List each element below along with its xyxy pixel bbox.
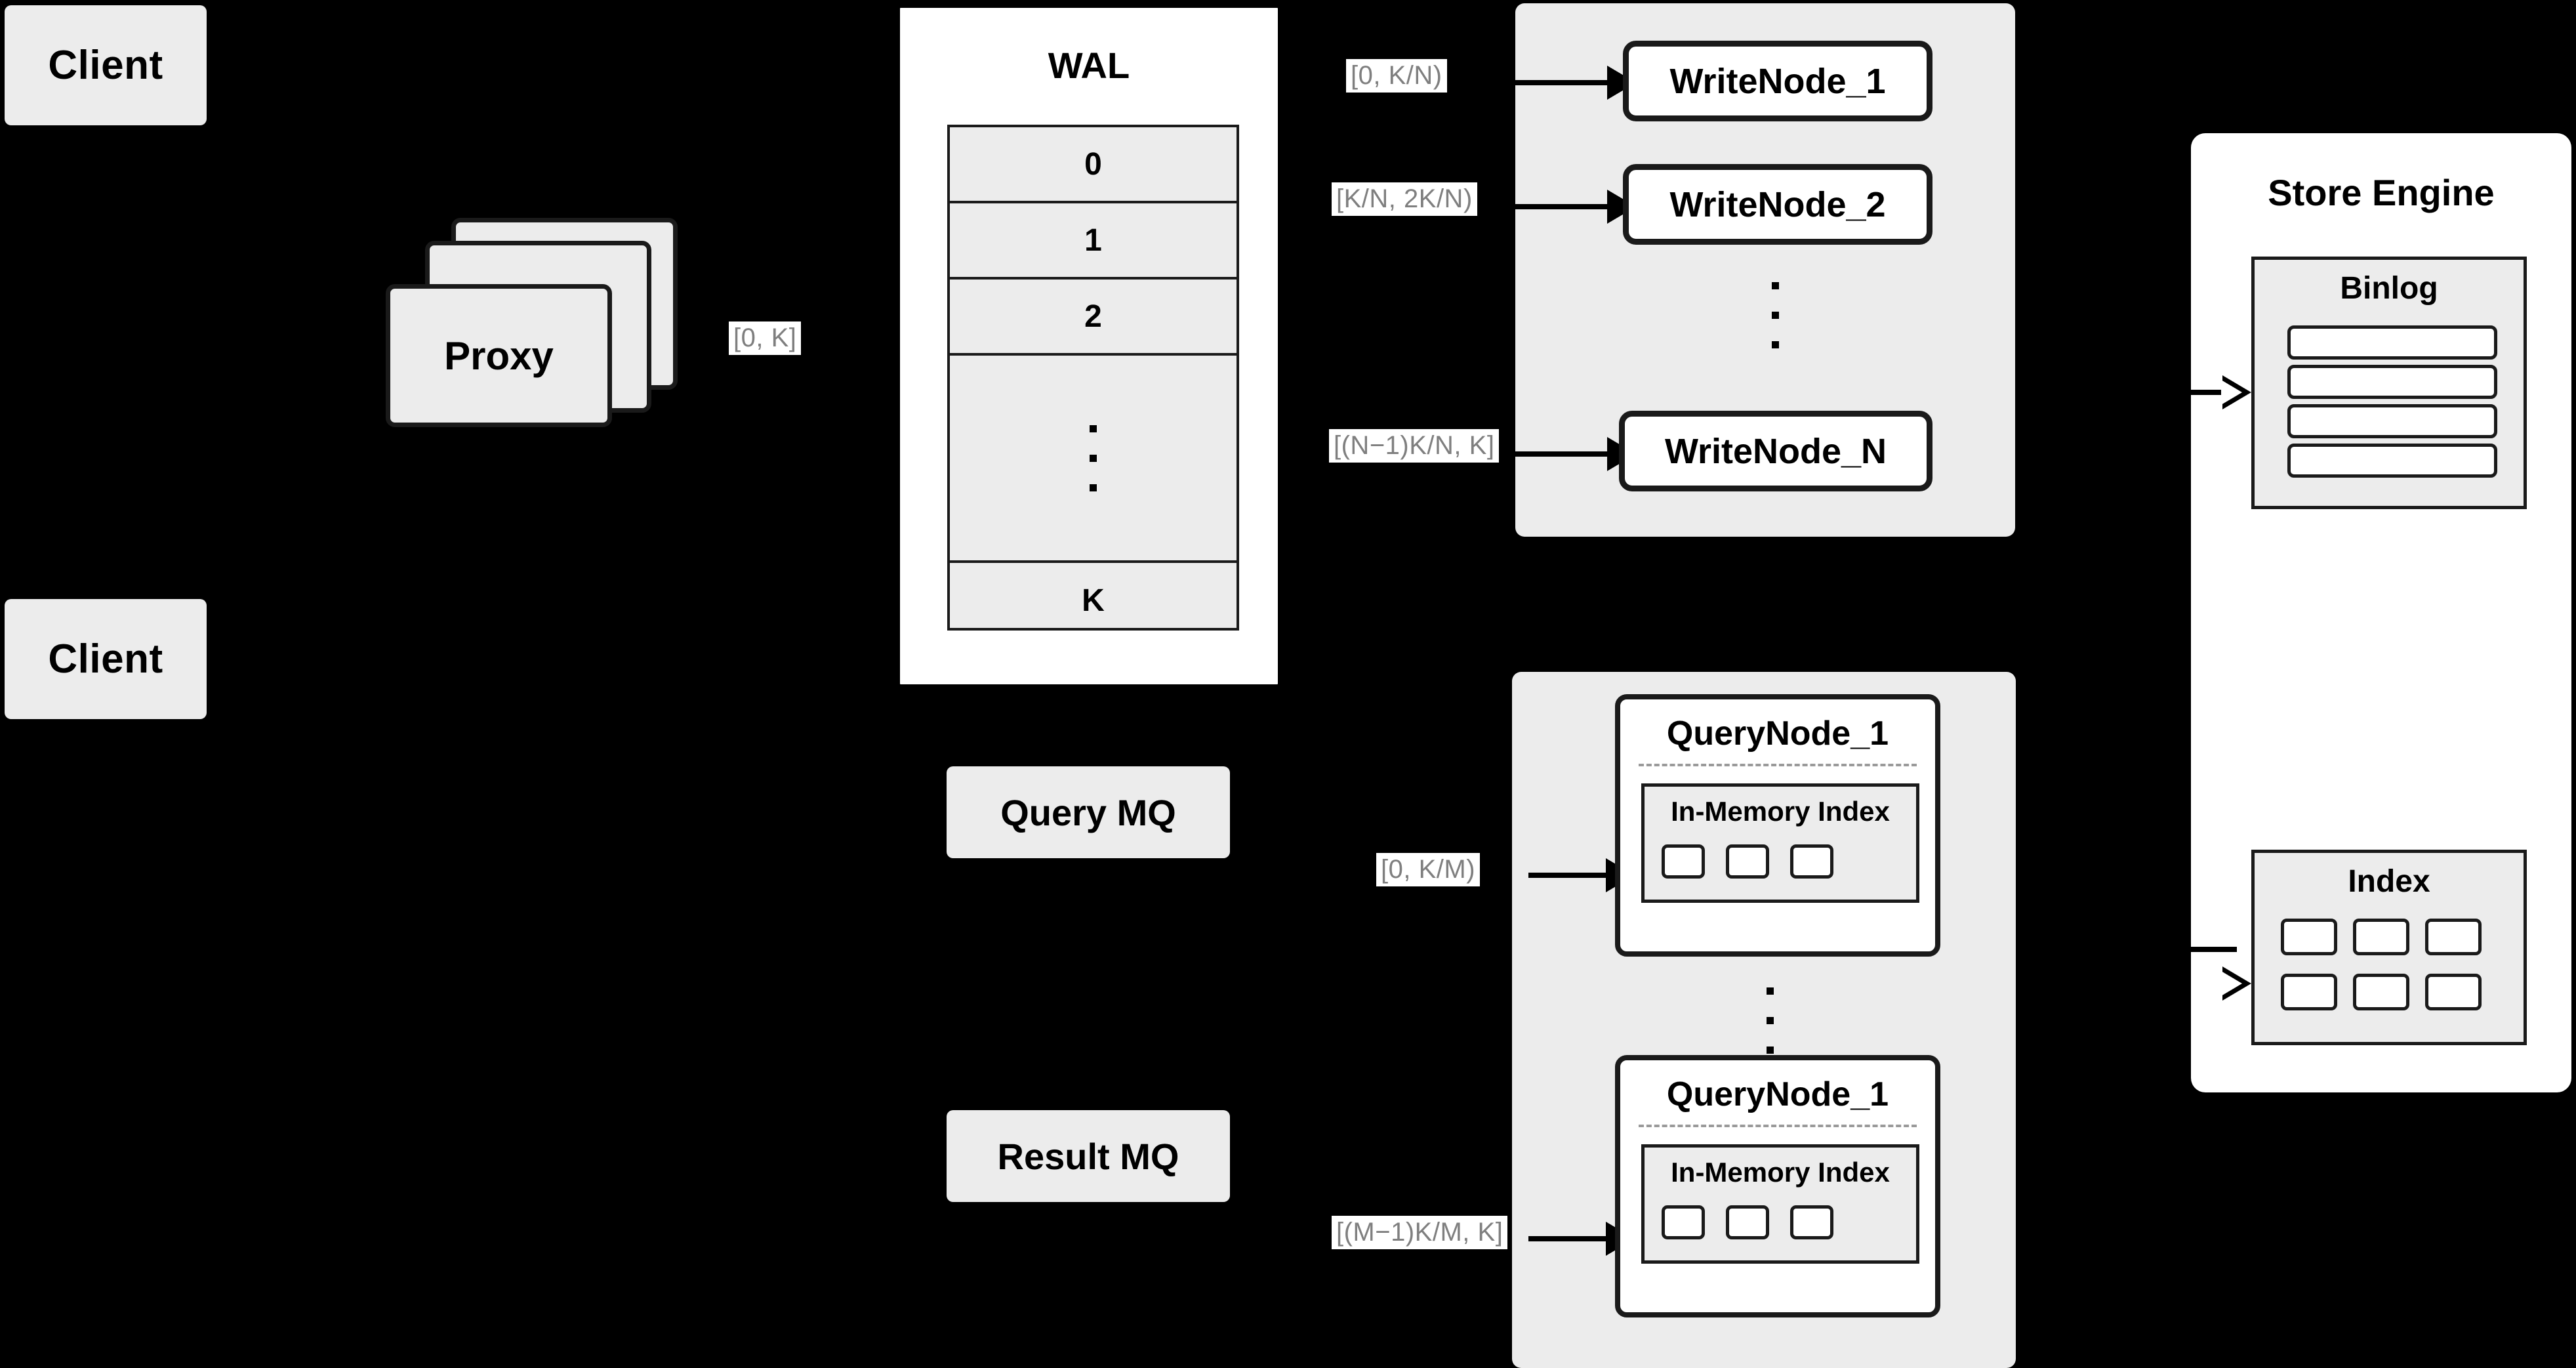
wal-row-ellipsis	[950, 356, 1237, 563]
index-chip	[1726, 844, 1769, 879]
binlog-bar	[2287, 404, 2497, 438]
query-cluster-ellipsis	[1762, 971, 1778, 1069]
write-range-label-n: [(N−1)K/N, K]	[1329, 429, 1500, 463]
index-chip	[1726, 1205, 1769, 1239]
query-mq-label: Query MQ	[1000, 791, 1176, 833]
index-chip	[1662, 1205, 1705, 1239]
in-memory-index-2: In-Memory Index	[1641, 1144, 1919, 1264]
query-node-title-1: QueryNode_1	[1666, 715, 1889, 753]
binlog-bar	[2287, 325, 2497, 360]
write-range-label-2: [K/N, 2K/N)	[1332, 182, 1477, 216]
write-range-label-1: [0, K/N)	[1346, 59, 1447, 93]
binlog-bars	[2287, 325, 2497, 478]
query-arrow-line-2	[1528, 1236, 1607, 1241]
write-arrow-line-1	[1512, 80, 1608, 85]
index-title: Index	[2348, 864, 2430, 899]
index-chip	[2281, 974, 2337, 1010]
index-box: Index	[2251, 850, 2527, 1045]
store-engine-title: Store Engine	[2268, 172, 2495, 213]
index-chip-row	[2281, 919, 2482, 955]
write-node-2[interactable]: WriteNode_2	[1623, 164, 1932, 245]
in-memory-index-title-1: In-Memory Index	[1671, 796, 1890, 827]
ellipsis-dot	[1766, 987, 1774, 995]
in-memory-index-chips-2	[1662, 1205, 1833, 1239]
query-range-label-2: [(M−1)K/M, K]	[1332, 1216, 1508, 1249]
binlog-title: Binlog	[2340, 271, 2438, 306]
write-cluster-ellipsis	[1767, 276, 1783, 354]
index-chip	[1790, 1205, 1833, 1239]
diagram-canvas: { "diagram": { "title": "Distributed Wri…	[5, 3, 2571, 1368]
binlog-bar	[2287, 365, 2497, 399]
index-chip	[2353, 919, 2409, 955]
proxy-box[interactable]: Proxy	[386, 284, 612, 427]
binlog-inbound-arrow-head	[2221, 375, 2251, 409]
index-inbound-arrow-line	[2191, 947, 2237, 952]
binlog-bar	[2287, 444, 2497, 478]
wal-row: 0	[950, 127, 1237, 203]
index-chip	[2425, 974, 2482, 1010]
index-chip	[1790, 844, 1833, 879]
in-memory-index-1: In-Memory Index	[1641, 783, 1919, 903]
wal-panel: WAL 0 1 2 K	[895, 3, 1282, 689]
proxy-output-range-label: [0, K]	[729, 321, 802, 355]
client-box-2[interactable]: Client	[5, 599, 207, 719]
client-label-2: Client	[48, 636, 163, 682]
query-node-title-2: QueryNode_1	[1666, 1075, 1889, 1113]
index-chip-row	[2281, 974, 2482, 1010]
in-memory-index-title-2: In-Memory Index	[1671, 1157, 1890, 1188]
index-chip-grid	[2281, 919, 2482, 1010]
client-label-1: Client	[48, 43, 163, 88]
binlog-box: Binlog	[2251, 257, 2527, 509]
write-node-label-2: WriteNode_2	[1669, 184, 1886, 224]
proxy-label: Proxy	[444, 333, 554, 378]
write-arrow-line-2	[1512, 204, 1608, 209]
ellipsis-dot	[1090, 484, 1097, 491]
wal-table: 0 1 2 K	[947, 125, 1239, 631]
index-inbound-arrow-head	[2221, 966, 2251, 1001]
query-range-label-1: [0, K/M)	[1376, 853, 1481, 886]
wal-row: K	[1082, 583, 1105, 618]
ellipsis-dot	[1090, 425, 1097, 432]
store-engine-panel: Store Engine Binlog Index	[2191, 133, 2571, 1092]
write-arrow-line-n	[1512, 451, 1608, 457]
ellipsis-dot	[1766, 1046, 1774, 1054]
query-node-2[interactable]: QueryNode_1 In-Memory Index	[1615, 1055, 1940, 1317]
index-chip	[2353, 974, 2409, 1010]
ellipsis-dot	[1090, 454, 1097, 462]
ellipsis-dot	[1771, 341, 1779, 348]
index-chip	[1662, 844, 1705, 879]
query-arrow-line-1	[1528, 873, 1607, 878]
result-mq-box[interactable]: Result MQ	[947, 1110, 1230, 1202]
write-node-1[interactable]: WriteNode_1	[1623, 41, 1932, 121]
client-box-1[interactable]: Client	[5, 5, 207, 125]
wal-title: WAL	[1048, 45, 1130, 86]
index-chip	[2425, 919, 2482, 955]
write-node-n[interactable]: WriteNode_N	[1619, 411, 1932, 491]
write-node-label-n: WriteNode_N	[1664, 431, 1887, 471]
write-node-label-1: WriteNode_1	[1669, 61, 1886, 101]
ellipsis-dot	[1766, 1016, 1774, 1024]
result-mq-label: Result MQ	[997, 1135, 1179, 1177]
in-memory-index-chips-1	[1662, 844, 1833, 879]
query-node-separator-1	[1639, 764, 1917, 766]
ellipsis-dot	[1771, 311, 1779, 319]
query-node-separator-2	[1639, 1125, 1917, 1127]
wal-row: 1	[950, 203, 1237, 280]
binlog-inbound-arrow-line	[2191, 390, 2237, 395]
query-mq-box[interactable]: Query MQ	[947, 766, 1230, 858]
index-chip	[2281, 919, 2337, 955]
query-node-1[interactable]: QueryNode_1 In-Memory Index	[1615, 694, 1940, 957]
wal-row: 2	[950, 280, 1237, 356]
ellipsis-dot	[1771, 281, 1779, 289]
